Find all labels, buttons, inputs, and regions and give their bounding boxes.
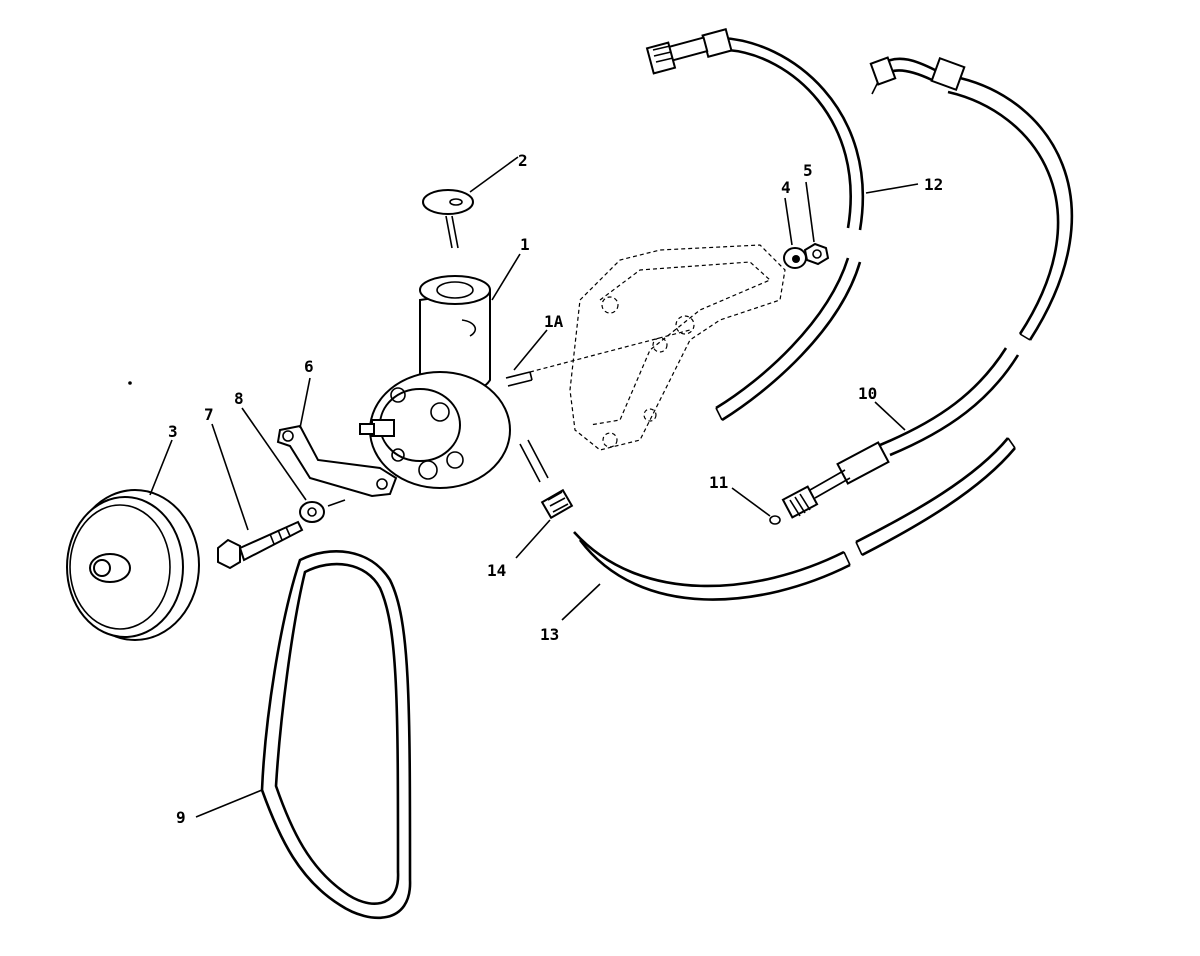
leader-lines [149, 156, 919, 818]
callout-4: 4 [781, 178, 791, 197]
part-13-return-hose [573, 437, 1016, 601]
return-hose-upper [869, 56, 1074, 341]
callout-10: 10 [858, 384, 877, 403]
part-8-lockwasher [299, 499, 346, 523]
part-6-brace [276, 424, 398, 498]
callout-1: 1 [520, 235, 530, 254]
part-9-drive-belt [260, 550, 412, 920]
callout-5: 5 [803, 161, 813, 180]
part-4-washer [783, 247, 807, 269]
part-5-nut [803, 242, 830, 266]
callout-1A: 1A [544, 312, 564, 331]
callout-8: 8 [234, 389, 244, 408]
mounting-bracket-dashed [529, 244, 786, 451]
part-7-bolt [217, 520, 304, 570]
stray-mark [128, 381, 132, 385]
part-14-fitting [540, 488, 574, 520]
part-10-cooler-line [781, 347, 1020, 519]
part-1-power-steering-pump [359, 275, 549, 489]
callout-6: 6 [304, 357, 314, 376]
callout-12: 12 [924, 175, 943, 194]
part-11-o-ring [769, 515, 781, 525]
callout-2: 2 [518, 151, 528, 170]
part-2-reservoir-cap [422, 189, 474, 249]
callout-labels: 2 1 1A 3 4 5 6 7 8 9 10 11 12 13 14 [168, 151, 943, 827]
part-12-pressure-hose [645, 28, 865, 422]
callout-7: 7 [204, 405, 214, 424]
callout-11: 11 [709, 473, 728, 492]
callout-13: 13 [540, 625, 559, 644]
part-3-pulley [66, 489, 200, 641]
callout-9: 9 [176, 808, 186, 827]
callout-3: 3 [168, 422, 178, 441]
callout-14: 14 [487, 561, 506, 580]
